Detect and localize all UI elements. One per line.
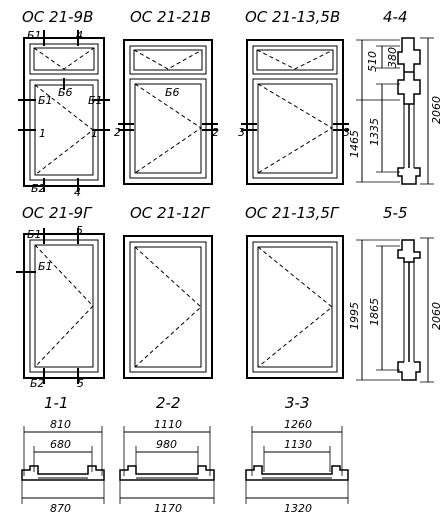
title-s55: 5-5 [383,204,408,222]
mark-b1: Б1 [27,228,42,241]
mark-1: 1 [91,127,98,140]
window-w5 [123,235,213,379]
window-w2: Б6 2 2 [114,39,219,185]
title-s22: 2-2 [156,394,181,412]
mark-5: 5 [76,224,83,237]
section-5-5: 1995 1865 2060 [348,237,443,383]
dim-870: 870 [50,502,71,515]
dim-980: 980 [156,438,177,451]
mark-5: 5 [77,377,84,390]
mark-3: 3 [238,126,245,139]
mark-3: 3 [343,126,350,139]
dim-510: 510 [366,51,379,72]
mark-b6: Б6 [58,86,73,99]
mark-b6: Б6 [165,86,180,99]
dim-1335: 1335 [368,118,381,146]
section-4-4: 510 380 1465 1335 2060 [348,37,443,185]
title-s44: 4-4 [383,8,408,26]
mark-b2: Б2 [30,377,45,390]
title-s33: 3-3 [285,394,310,412]
mark-2: 2 [114,126,121,139]
mark-b1: Б1 [88,94,103,107]
title-w3: ОС 21-13,5В [245,8,340,26]
window-w3: 3 3 [238,39,350,185]
title-w6: ОС 21-13,5Г [245,204,340,222]
window-w6 [246,235,344,379]
title-s11: 1-1 [44,394,69,412]
dim-380: 380 [386,47,399,68]
dim-1110: 1110 [154,418,182,431]
mark-4: 4 [76,29,83,42]
title-w1: ОС 21-9В [22,8,93,26]
dim-1465: 1465 [348,130,361,158]
section-3-3: 1260 1130 1320 [245,418,349,515]
section-1-1: 810 680 870 [21,418,105,515]
mark-b1: Б1 [38,260,53,273]
window-w4: Б1 5 Б1 Б2 5 [16,224,105,390]
mark-b1: Б1 [38,94,53,107]
mark-2: 2 [212,126,219,139]
title-w2: ОС 21-21В [130,8,211,26]
title-w5: ОС 21-12Г [130,204,211,222]
mark-b1: Б1 [27,29,42,42]
dim-1260: 1260 [284,418,312,431]
dim-1995: 1995 [348,302,361,330]
dim-1320: 1320 [284,502,312,515]
title-w4: ОС 21-9Г [22,204,93,222]
mark-4: 4 [74,186,81,199]
dim-1865: 1865 [368,298,381,326]
mark-1: 1 [39,127,46,140]
mark-b2: Б2 [31,182,46,195]
dim-2060: 2060 [430,96,443,124]
section-2-2: 1110 980 1170 [119,418,215,515]
dim-2060: 2060 [430,302,443,330]
dim-680: 680 [50,438,71,451]
dim-1130: 1130 [284,438,312,451]
window-w1: Б1 4 Б1 Б6 Б1 1 1 Б2 4 [18,29,110,199]
dim-810: 810 [50,418,71,431]
dim-1170: 1170 [154,502,182,515]
